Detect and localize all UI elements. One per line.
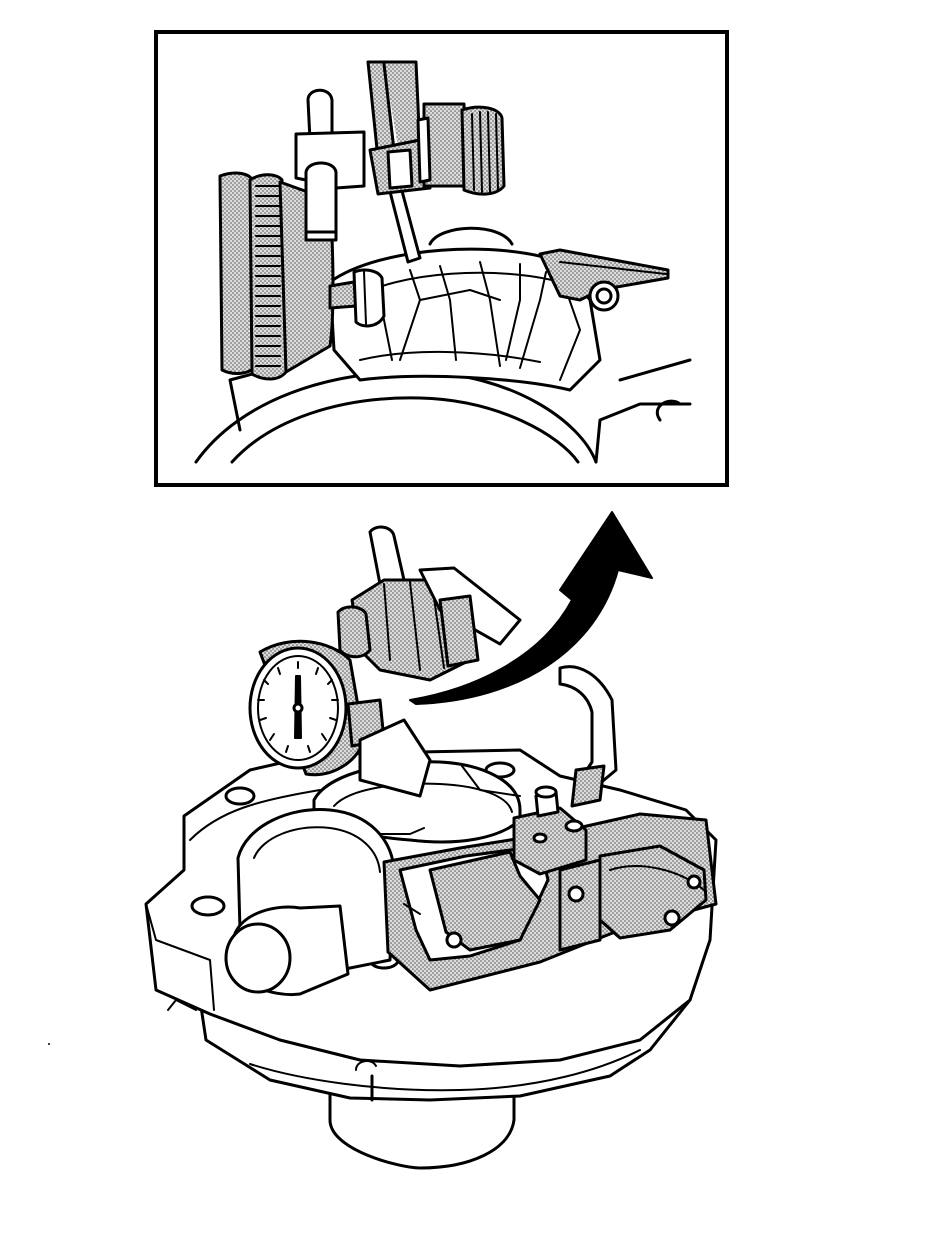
speck [48, 1043, 50, 1045]
mounting-hole [190, 895, 226, 917]
throttle-body-assembly [144, 525, 718, 1170]
inset-contents [194, 60, 692, 464]
curved-arrow-icon [409, 511, 653, 705]
base-cylinder [328, 1078, 516, 1170]
detail-inset [154, 30, 729, 487]
mounting-hole [224, 786, 256, 806]
gauge-holder [336, 525, 522, 682]
linkage-rivet [567, 885, 585, 903]
linkage-rivet [445, 931, 463, 949]
linkage-rivet [663, 909, 681, 927]
linkage-rivet [686, 874, 702, 890]
dial-indicator-gauge [248, 639, 432, 798]
